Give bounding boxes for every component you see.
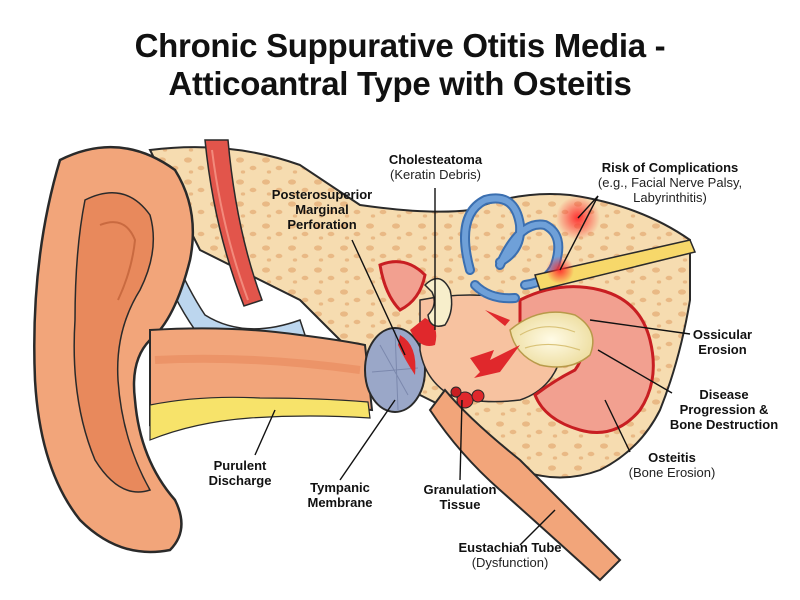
label-disease-line-2: Progression &	[679, 402, 769, 417]
label-tympanic-line-1: Tympanic	[310, 480, 370, 495]
label-disease-progression: Disease Progression & Bone Destruction	[660, 387, 788, 432]
label-eustachian-name: Eustachian Tube	[458, 540, 562, 555]
label-cholesteatoma-note: (Keratin Debris)	[389, 167, 482, 182]
auricle-inner-fold	[73, 192, 155, 493]
label-granulation-line-2: Tissue	[439, 497, 481, 512]
label-cholesteatoma: Cholesteatoma (Keratin Debris)	[378, 152, 493, 182]
label-perforation: Posterosuperior Marginal Perforation	[262, 187, 382, 232]
label-purulent-line-1: Purulent	[213, 458, 267, 473]
leader-lines	[254, 188, 691, 546]
label-osteitis-name: Osteitis	[648, 450, 696, 465]
muscle-strip	[204, 139, 263, 307]
perforation-edge	[398, 335, 416, 375]
facial-nerve	[534, 239, 697, 291]
label-granulation-line-1: Granulation	[423, 482, 497, 497]
label-osteitis-note: (Bone Erosion)	[628, 465, 716, 480]
label-perforation-line-3: Perforation	[287, 217, 357, 232]
label-tympanic-line-2: Membrane	[307, 495, 373, 510]
label-ossicular-line-1: Ossicular	[692, 327, 753, 342]
cholesteatoma-mass	[509, 311, 594, 368]
ossicles	[423, 277, 453, 327]
label-risk-note-1: (e.g., Facial Nerve Palsy,	[597, 175, 743, 190]
label-perforation-line-2: Marginal	[295, 202, 349, 217]
label-risk-note-2: Labyrinthitis)	[633, 190, 707, 205]
label-disease-line-3: Bone Destruction	[669, 417, 779, 432]
label-disease-line-1: Disease	[699, 387, 749, 402]
diagram-title-line-1: Chronic Suppurative Otitis Media -	[134, 27, 666, 64]
progression-arrows	[470, 310, 520, 378]
label-tympanic-membrane: Tympanic Membrane	[295, 480, 385, 510]
label-perforation-line-1: Posterosuperior	[271, 187, 373, 202]
diagram-title-line-2: Atticoantral Type with Osteitis	[168, 65, 632, 102]
label-purulent-line-2: Discharge	[208, 473, 272, 488]
label-ossicular-erosion: Ossicular Erosion	[675, 327, 770, 357]
purulent-discharge-fluid	[149, 396, 371, 441]
label-risk-name: Risk of Complications	[601, 160, 739, 175]
label-risk-complications: Risk of Complications (e.g., Facial Nerv…	[580, 160, 760, 205]
eustachian-tube-shape	[428, 388, 622, 582]
label-eustachian-note: (Dysfunction)	[471, 555, 549, 570]
label-eustachian-tube: Eustachian Tube (Dysfunction)	[440, 540, 580, 570]
granulation-tissue-shape	[450, 386, 485, 409]
label-cholesteatoma-name: Cholesteatoma	[388, 152, 483, 167]
label-ossicular-line-2: Erosion	[698, 342, 747, 357]
label-purulent-discharge: Purulent Discharge	[200, 458, 280, 488]
label-granulation-tissue: Granulation Tissue	[410, 482, 510, 512]
label-osteitis: Osteitis (Bone Erosion)	[612, 450, 732, 480]
